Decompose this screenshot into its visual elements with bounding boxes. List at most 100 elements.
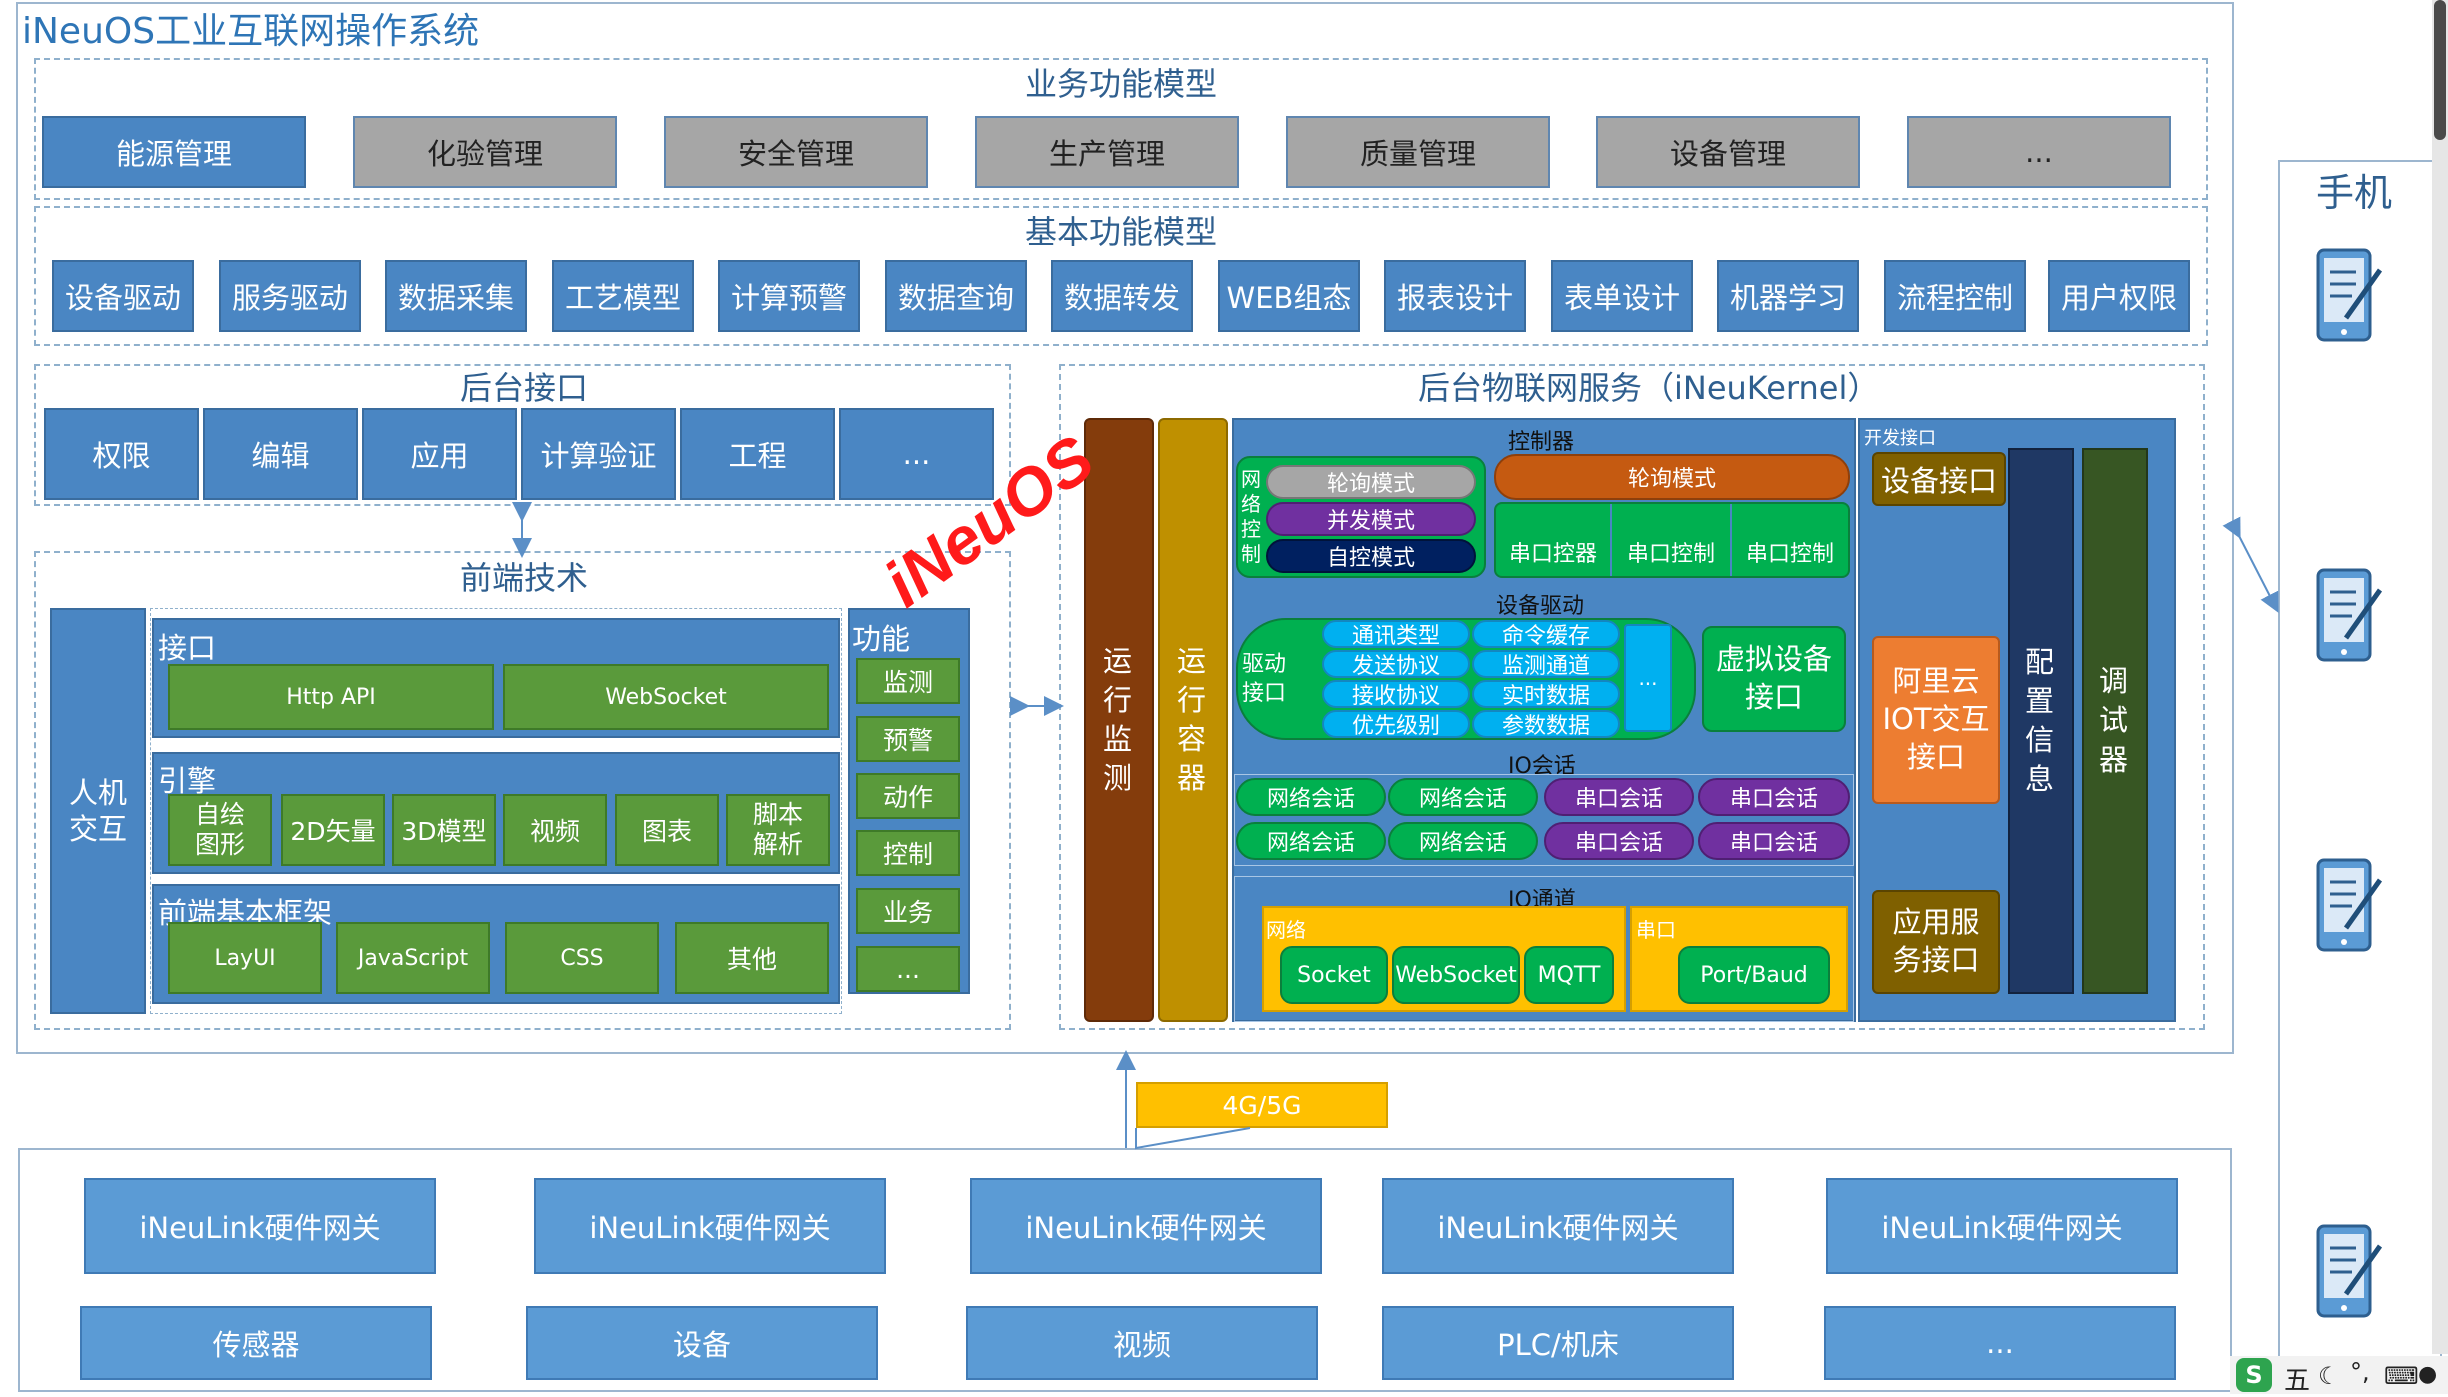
function-item-5[interactable]: ... xyxy=(856,946,960,992)
function-item-1[interactable]: 预警 xyxy=(856,716,960,762)
backend-item-app[interactable]: 应用 xyxy=(362,408,517,500)
engine-item-3[interactable]: 视频 xyxy=(503,794,607,866)
driver-item-5[interactable]: 实时数据 xyxy=(1472,680,1620,709)
function-item-3[interactable]: 控制 xyxy=(856,830,960,876)
serial-control-0[interactable]: 串口控器 xyxy=(1496,504,1612,576)
framework-javascript[interactable]: JavaScript xyxy=(336,922,490,994)
run-container[interactable]: 运行容器 xyxy=(1158,418,1228,1022)
device-interface[interactable]: 设备接口 xyxy=(1872,452,2006,506)
gateway-1[interactable]: iNeuLink硬件网关 xyxy=(534,1178,886,1274)
user-icon[interactable]: ● xyxy=(2418,1362,2438,1387)
engine-item-4[interactable]: 图表 xyxy=(615,794,719,866)
serial-control-2[interactable]: 串口控制 xyxy=(1745,542,1834,567)
io-serial-session-3[interactable]: 串口会话 xyxy=(1698,822,1850,860)
punctuation-icon[interactable]: °, xyxy=(2350,1358,2370,1386)
gateway-0[interactable]: iNeuLink硬件网关 xyxy=(84,1178,436,1274)
framework-other[interactable]: 其他 xyxy=(675,922,829,994)
serial-polling-mode[interactable]: 轮询模式 xyxy=(1494,454,1850,500)
basic-item-9[interactable]: 表单设计 xyxy=(1551,260,1693,332)
interface-http-api[interactable]: Http API xyxy=(168,664,494,730)
business-item-lab[interactable]: 化验管理 xyxy=(353,116,617,188)
scrollbar-thumb[interactable] xyxy=(2434,0,2446,140)
hci-block[interactable]: 人机交互 xyxy=(50,608,146,1014)
io-net-session-1[interactable]: 网络会话 xyxy=(1388,778,1538,816)
debugger[interactable]: 调试器 xyxy=(2082,448,2148,994)
business-item-more[interactable]: ... xyxy=(1907,116,2171,188)
io-net-session-3[interactable]: 网络会话 xyxy=(1388,822,1538,860)
backend-item-more[interactable]: ... xyxy=(839,408,994,500)
driver-item-2[interactable]: 发送协议 xyxy=(1322,650,1470,679)
engine-item-2[interactable]: 3D模型 xyxy=(392,794,496,866)
basic-item-12[interactable]: 用户权限 xyxy=(2048,260,2190,332)
business-item-equipment[interactable]: 设备管理 xyxy=(1596,116,1860,188)
io-serial-session-1[interactable]: 串口会话 xyxy=(1698,778,1850,816)
gateway-2[interactable]: iNeuLink硬件网关 xyxy=(970,1178,1322,1274)
aliyun-iot-interface[interactable]: 阿里云IOT交互接口 xyxy=(1872,636,2000,804)
device-equipment[interactable]: 设备 xyxy=(526,1306,878,1380)
business-item-safety[interactable]: 安全管理 xyxy=(664,116,928,188)
basic-item-0[interactable]: 设备驱动 xyxy=(52,260,194,332)
mode-self-control[interactable]: 自控模式 xyxy=(1266,539,1476,573)
engine-item-1[interactable]: 2D矢量 xyxy=(281,794,385,866)
backend-item-project[interactable]: 工程 xyxy=(680,408,835,500)
keyboard-icon[interactable]: ⌨ xyxy=(2384,1362,2419,1390)
device-more[interactable]: ... xyxy=(1824,1306,2176,1380)
channel-mqtt[interactable]: MQTT xyxy=(1524,946,1614,1004)
basic-item-8[interactable]: 报表设计 xyxy=(1384,260,1526,332)
app-service-interface[interactable]: 应用服务接口 xyxy=(1872,890,2000,994)
moon-icon[interactable]: ☾ xyxy=(2318,1362,2340,1390)
basic-item-3[interactable]: 工艺模型 xyxy=(552,260,694,332)
basic-item-5[interactable]: 数据查询 xyxy=(885,260,1027,332)
device-plc[interactable]: PLC/机床 xyxy=(1382,1306,1734,1380)
mode-concurrent[interactable]: 并发模式 xyxy=(1266,502,1476,536)
driver-item-6[interactable]: 优先级别 xyxy=(1322,710,1470,739)
driver-item-1[interactable]: 命令缓存 xyxy=(1472,620,1620,649)
io-net-session-2[interactable]: 网络会话 xyxy=(1236,822,1386,860)
device-video[interactable]: 视频 xyxy=(966,1306,1318,1380)
driver-item-4[interactable]: 接收协议 xyxy=(1322,680,1470,709)
driver-item-3[interactable]: 监测通道 xyxy=(1472,650,1620,679)
basic-item-6[interactable]: 数据转发 xyxy=(1051,260,1193,332)
business-model-section xyxy=(34,58,2208,200)
io-net-session-0[interactable]: 网络会话 xyxy=(1236,778,1386,816)
framework-css[interactable]: CSS xyxy=(505,922,659,994)
driver-item-7[interactable]: 参数数据 xyxy=(1472,710,1620,739)
serial-control-1[interactable]: 串口控制 xyxy=(1612,504,1732,576)
function-item-4[interactable]: 业务 xyxy=(856,888,960,934)
virtual-device-interface[interactable]: 虚拟设备接口 xyxy=(1702,626,1846,732)
run-monitor[interactable]: 运行监测 xyxy=(1084,418,1154,1022)
driver-item-0[interactable]: 通讯类型 xyxy=(1322,620,1470,649)
engine-item-5[interactable]: 脚本解析 xyxy=(726,794,830,866)
gateway-3[interactable]: iNeuLink硬件网关 xyxy=(1382,1178,1734,1274)
backend-item-edit[interactable]: 编辑 xyxy=(203,408,358,500)
basic-item-2[interactable]: 数据采集 xyxy=(385,260,527,332)
backend-item-calc[interactable]: 计算验证 xyxy=(521,408,676,500)
gateway-4[interactable]: iNeuLink硬件网关 xyxy=(1826,1178,2178,1274)
backend-item-permission[interactable]: 权限 xyxy=(44,408,199,500)
framework-layui[interactable]: LayUI xyxy=(168,922,322,994)
business-item-quality[interactable]: 质量管理 xyxy=(1286,116,1550,188)
basic-item-10[interactable]: 机器学习 xyxy=(1717,260,1859,332)
basic-item-7[interactable]: WEB组态 xyxy=(1218,260,1360,332)
channel-port-baud[interactable]: Port/Baud xyxy=(1678,946,1830,1004)
function-item-2[interactable]: 动作 xyxy=(856,773,960,819)
function-item-0[interactable]: 监测 xyxy=(856,658,960,704)
scrollbar-track[interactable] xyxy=(2432,0,2448,1354)
basic-item-11[interactable]: 流程控制 xyxy=(1884,260,2026,332)
device-sensor[interactable]: 传感器 xyxy=(80,1306,432,1380)
business-item-energy[interactable]: 能源管理 xyxy=(42,116,306,188)
sogou-ime-icon[interactable]: S xyxy=(2236,1358,2272,1392)
io-serial-session-2[interactable]: 串口会话 xyxy=(1544,822,1694,860)
ime-mode-wubi[interactable]: 五 xyxy=(2284,1366,2311,1396)
basic-item-1[interactable]: 服务驱动 xyxy=(219,260,361,332)
basic-item-4[interactable]: 计算预警 xyxy=(718,260,860,332)
mode-polling[interactable]: 轮询模式 xyxy=(1266,465,1476,499)
driver-more[interactable]: ... xyxy=(1624,624,1672,732)
config-info[interactable]: 配置信息 xyxy=(2008,448,2074,994)
channel-socket[interactable]: Socket xyxy=(1280,946,1388,1004)
io-serial-session-0[interactable]: 串口会话 xyxy=(1544,778,1694,816)
business-item-production[interactable]: 生产管理 xyxy=(975,116,1239,188)
interface-websocket[interactable]: WebSocket xyxy=(503,664,829,730)
channel-websocket[interactable]: WebSocket xyxy=(1392,946,1520,1004)
engine-item-0[interactable]: 自绘图形 xyxy=(168,794,272,866)
